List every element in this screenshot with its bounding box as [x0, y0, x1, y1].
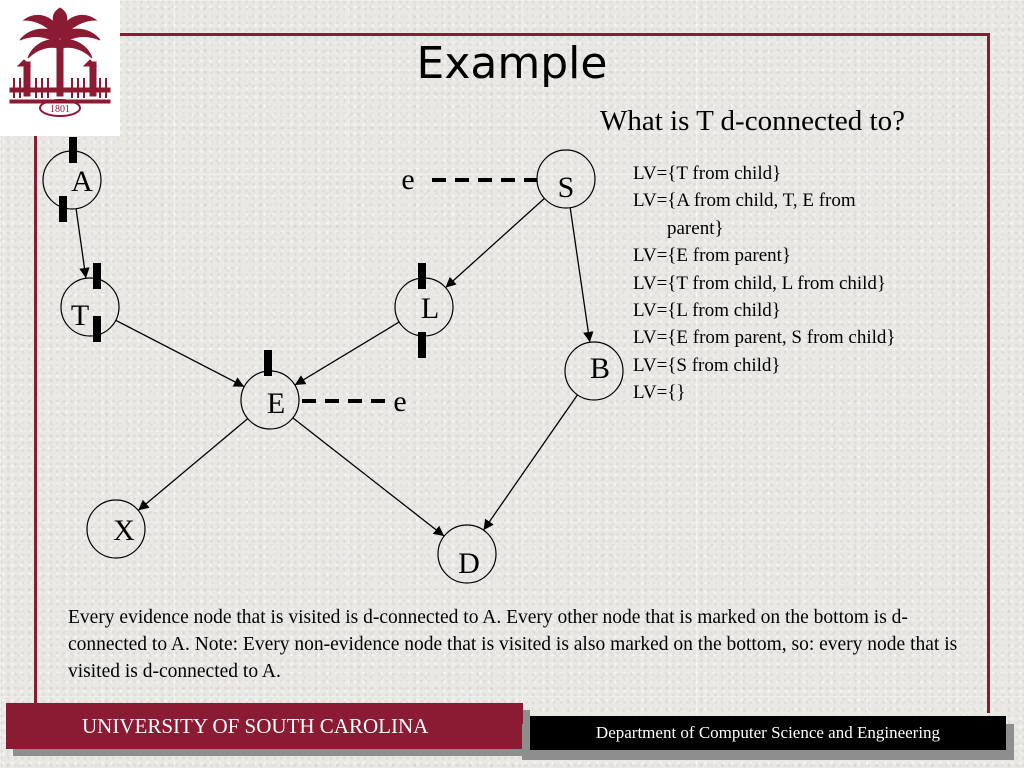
- edge-S-B: [569, 207, 594, 343]
- node-label: D: [458, 547, 480, 580]
- edge-E-D: [292, 417, 445, 537]
- evidence-marker-S: e: [401, 163, 537, 196]
- node-B: B: [564, 341, 624, 401]
- lv-step: LV={S from child}: [633, 354, 781, 376]
- slide-title: Example: [416, 38, 608, 89]
- evidence-label: e: [401, 163, 414, 196]
- university-logo: 1801: [0, 0, 120, 136]
- lv-step: LV={T from child, L from child}: [633, 272, 887, 294]
- edge-E-X: [137, 418, 249, 511]
- node-S: S: [536, 149, 596, 209]
- question-text: What is T d-connected to?: [600, 105, 905, 137]
- visit-mark-bottom-T: [93, 316, 101, 342]
- visit-mark-top-L: [418, 263, 426, 289]
- node-label: A: [71, 165, 93, 198]
- lv-steps-list: LV={T from child} LV={A from child, T, E …: [633, 160, 896, 407]
- lv-step: LV={E from parent}: [633, 245, 792, 267]
- node-X: X: [86, 499, 146, 559]
- lv-step: parent}: [667, 217, 724, 239]
- visit-mark-top-A: [69, 137, 77, 163]
- edge-T-E: [115, 319, 245, 388]
- node-circle: [564, 341, 624, 401]
- node-label: E: [267, 387, 285, 420]
- node-circle: [60, 277, 120, 337]
- node-circle: [437, 524, 497, 584]
- logo-year: 1801: [50, 104, 70, 115]
- evidence-label: e: [393, 385, 406, 418]
- evidence-marker-E: e: [302, 385, 407, 418]
- edge-S-L: [445, 197, 545, 289]
- edge-A-T: [75, 208, 90, 279]
- visit-mark-bottom-A: [59, 196, 67, 222]
- node-label: T: [71, 299, 89, 332]
- visit-mark-top-E: [264, 350, 272, 376]
- lv-step: LV={L from child}: [633, 300, 781, 322]
- lv-step: LV={E from parent, S from child}: [633, 327, 896, 349]
- lv-step: LV={A from child, T, E from: [633, 190, 856, 212]
- visit-mark-bottom-L: [418, 332, 426, 358]
- node-E: E: [240, 370, 300, 430]
- lv-step: LV={}: [633, 382, 686, 404]
- explanation-note: Every evidence node that is visited is d…: [68, 607, 958, 682]
- node-label: L: [421, 292, 439, 325]
- edge-L-E: [294, 321, 400, 386]
- node-T: T: [60, 277, 120, 337]
- department-bar: Department of Computer Science and Engin…: [530, 716, 1006, 750]
- visit-mark-top-T: [93, 263, 101, 289]
- node-label: X: [113, 514, 135, 547]
- edge-B-D: [483, 394, 578, 531]
- node-circle: [86, 499, 146, 559]
- palmetto-logo-icon: 1801: [9, 7, 111, 117]
- slide-frame: [34, 33, 990, 713]
- university-bar: UNIVERSITY OF SOUTH CAROLINA: [6, 703, 523, 749]
- node-D: D: [437, 524, 497, 584]
- node-label: B: [590, 352, 610, 385]
- node-label: S: [558, 171, 575, 204]
- lv-step: LV={T from child}: [633, 163, 782, 184]
